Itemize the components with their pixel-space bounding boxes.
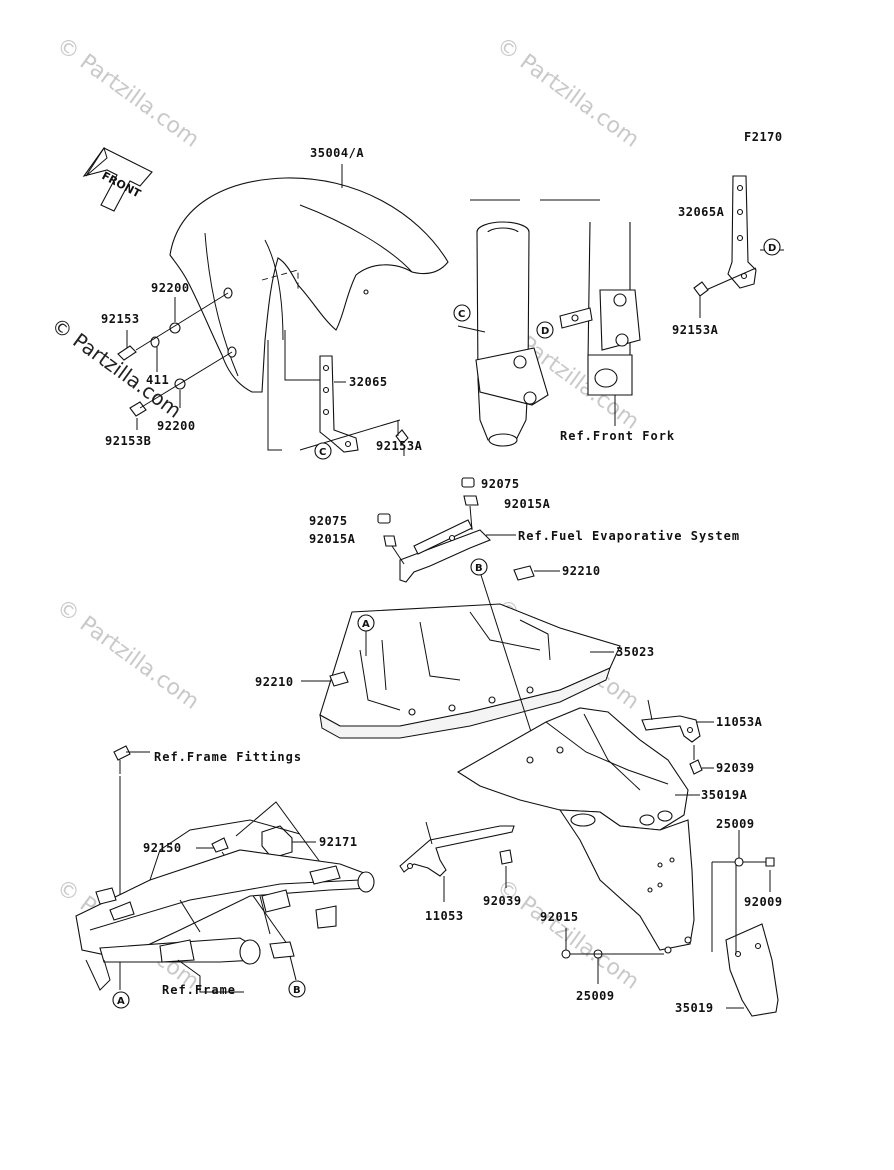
part-label-35019: 35019: [675, 1001, 714, 1015]
part-label-92153a-right: 92153A: [672, 323, 719, 337]
watermark-2: © Partzilla.com: [491, 33, 643, 153]
part-label-92039-left: 92039: [483, 894, 522, 908]
part-label-92150: 92150: [143, 841, 182, 855]
marker-b-upper-label: B: [475, 563, 483, 574]
part-label-35004: 35004/A: [310, 146, 364, 160]
ref-front-fork: Ref.Front Fork: [560, 429, 675, 443]
bracket-11053a: [641, 699, 714, 775]
bracket-32065: [299, 355, 409, 456]
marker-c-fork-label: C: [458, 309, 465, 320]
part-label-92153b: 92153B: [105, 434, 151, 448]
mud-flap-35019: [711, 830, 779, 1017]
part-label-25009-upper: 25009: [716, 817, 755, 831]
part-label-92210-left: 92210: [255, 675, 294, 689]
part-label-25009-lower: 25009: [576, 989, 615, 1003]
part-label-32065a: 32065A: [678, 205, 725, 219]
part-label-11053: 11053: [425, 909, 464, 923]
part-label-92075-right: 92075: [481, 477, 520, 491]
part-label-92009: 92009: [744, 895, 783, 909]
part-label-92015a-left: 92015A: [309, 532, 356, 546]
rear-fender-35019a: [456, 707, 695, 954]
front-fork: [470, 199, 641, 447]
marker-d-fork: [536, 321, 554, 339]
figure-code: F2170: [744, 130, 783, 144]
bracket-11053: [399, 821, 515, 902]
marker-d-right-label: D: [768, 243, 776, 254]
part-label-92015a-right: 92015A: [504, 497, 551, 511]
part-label-35023: 35023: [616, 645, 655, 659]
fender-hardware: [117, 292, 233, 430]
marker-a-upper-label: A: [362, 619, 370, 630]
watermark-1: © Partzilla.com: [51, 33, 203, 153]
ref-frame-fittings: Ref.Frame Fittings: [154, 750, 302, 764]
ref-frame: Ref.Frame: [162, 983, 236, 997]
front-direction-arrow: FRONT: [82, 146, 153, 212]
part-label-92075-left: 92075: [309, 514, 348, 528]
part-label-92153: 92153: [101, 312, 140, 326]
marker-d-right: [763, 238, 781, 256]
marker-b-lower: [288, 980, 306, 998]
part-label-92200-lower: 92200: [157, 419, 196, 433]
ref-fuel-evap: Ref.Fuel Evaporative System: [518, 529, 740, 543]
marker-a-lower-label: A: [117, 996, 125, 1007]
front-fender: [169, 177, 449, 393]
part-label-32065: 32065: [349, 375, 388, 389]
marker-b-lower-label: B: [293, 985, 301, 996]
part-label-92210-top: 92210: [562, 564, 601, 578]
part-label-35019a: 35019A: [701, 788, 748, 802]
rear-lower-hardware: [561, 928, 664, 984]
watermark-4: © Partzilla.com: [51, 595, 203, 715]
marker-c-left: [314, 442, 332, 460]
part-label-92039-right: 92039: [716, 761, 755, 775]
marker-c-fork: [453, 304, 471, 322]
inner-fender-35023: [319, 565, 621, 739]
marker-d-fork-label: D: [541, 326, 549, 337]
part-label-92200-upper: 92200: [151, 281, 190, 295]
part-label-92153a-left: 92153A: [376, 439, 423, 453]
bracket-32065a: [693, 175, 784, 318]
part-label-92171: 92171: [319, 835, 358, 849]
rear-frame: [75, 819, 375, 991]
part-label-92015: 92015: [540, 910, 579, 924]
part-label-11053a: 11053A: [716, 715, 763, 729]
fuel-evap-bracket: [377, 477, 516, 583]
subframe-hardware: [196, 801, 321, 949]
part-label-411: 411: [146, 373, 169, 387]
marker-b-upper: [470, 558, 488, 576]
watermark-dark: © Partzilla.com: [47, 313, 186, 423]
marker-a-lower: [112, 991, 130, 1009]
marker-c-left-label: C: [319, 447, 326, 458]
